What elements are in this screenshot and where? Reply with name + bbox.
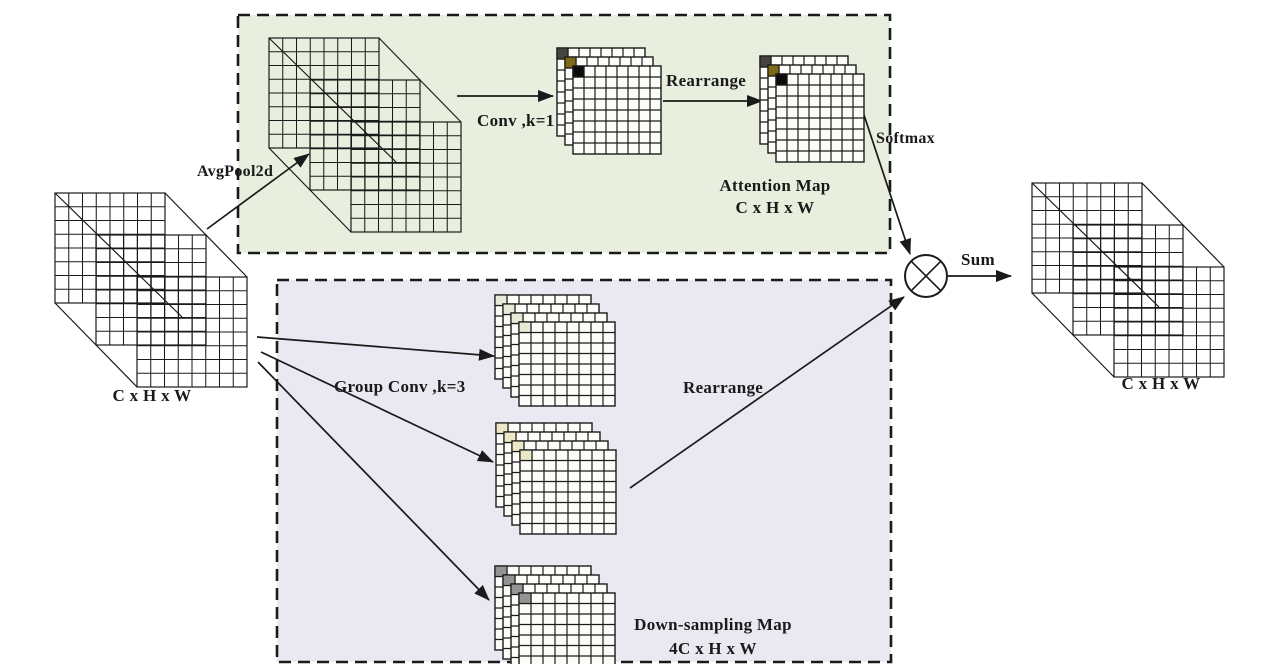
rearrange-bottom-label: Rearrange	[683, 378, 764, 397]
group-conv-stack-2	[495, 422, 617, 535]
group-conv-label: Group Conv ,k=3	[334, 377, 466, 396]
downsampling-map-dims: 4C x H x W	[669, 639, 757, 658]
attention-map-title: Attention Map	[719, 176, 831, 195]
downsampling-map-title: Down-sampling Map	[634, 615, 792, 634]
attention-map-stack-conv	[556, 47, 662, 155]
avgpool-arrow	[206, 153, 310, 230]
sum-label: Sum	[961, 250, 995, 269]
group-conv-arrow-1	[256, 336, 495, 361]
rearrange-top-label: Rearrange	[666, 71, 747, 90]
pooled-tensor	[268, 37, 462, 233]
group-conv-arrow-2	[260, 351, 494, 463]
group-conv-stack-3	[494, 565, 616, 664]
avgpool-label: AvgPool2d	[197, 163, 274, 180]
output-tensor	[1031, 182, 1225, 378]
attention-map-dims: C x H x W	[735, 198, 815, 217]
input-tensor	[54, 192, 248, 388]
multiply-icon	[904, 254, 948, 298]
group-conv-arrow-3	[257, 361, 490, 601]
softmax-arrow	[862, 111, 911, 255]
softmax-label: Softmax	[876, 130, 935, 147]
attention-map-stack-rearranged	[759, 55, 865, 163]
group-conv-stack-1	[494, 294, 616, 407]
input-dims-label: C x H x W	[112, 386, 192, 405]
output-dims-label: C x H x W	[1121, 374, 1201, 393]
conv-label: Conv ,k=1	[477, 111, 555, 130]
rearrange-bottom-arrow	[629, 296, 905, 489]
